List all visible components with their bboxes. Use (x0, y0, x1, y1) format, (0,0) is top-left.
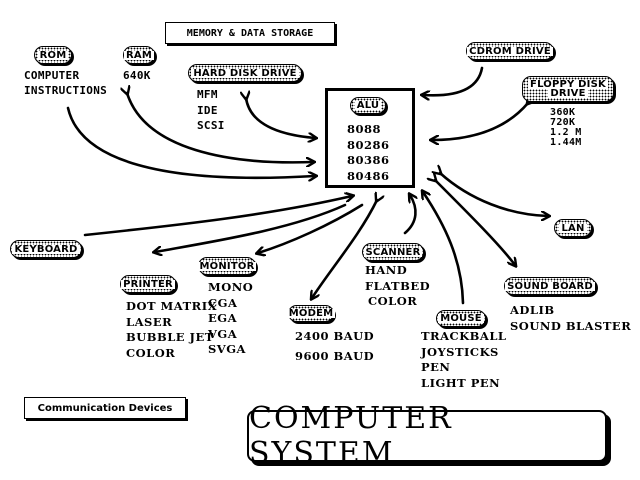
mouse-item: TRACKBALL (421, 329, 507, 343)
arrow-floppy-alu (432, 103, 528, 140)
sound-board-label: SOUND BOARD (505, 280, 595, 292)
title-box: COMPUTER SYSTEM (247, 401, 607, 471)
scanner-item: HAND (365, 263, 408, 277)
arrow-alu-soundboard (435, 180, 515, 265)
ram-label: RAM (124, 49, 154, 61)
mouse-node: MOUSE (436, 310, 486, 327)
printer-item: LASER (126, 314, 173, 329)
lan-label: LAN (559, 222, 587, 234)
printer-label: PRINTER (121, 278, 175, 290)
sound-board-item: SOUND BLASTER (510, 318, 632, 333)
diagram-title: COMPUTER SYSTEM (249, 401, 453, 471)
modem-items: 2400 BAUD 9600 BAUD (295, 326, 374, 366)
monitor-item: VGA (208, 326, 238, 341)
hard-disk-label: HARD DISK DRIVE (191, 67, 299, 79)
monitor-node: MONITOR (197, 257, 257, 275)
alu-item: 80486 (347, 168, 390, 183)
printer-item: BUBBLE JET (126, 330, 214, 344)
ram-item: 640K (123, 69, 151, 82)
rom-item: INSTRUCTIONS (24, 84, 108, 97)
rom-item: COMPUTER (24, 69, 80, 82)
alu-node: ALU (350, 97, 386, 114)
monitor-item: CGA (208, 295, 238, 310)
floppy-label-line1: FLOPPY DISK (528, 79, 608, 90)
floppy-item: 1.2 M (550, 127, 582, 138)
alu-item: 80286 (347, 137, 390, 152)
keyboard-label: KEYBOARD (12, 243, 80, 255)
floppy-item: 720K (550, 117, 576, 128)
communication-devices-text: Communication Devices (37, 402, 173, 414)
alu-box (325, 88, 415, 188)
arrow-harddisk-alu (246, 98, 315, 138)
floppy-item: 360K (550, 107, 576, 118)
floppy-node: FLOPPY DISK DRIVE (522, 76, 614, 102)
arrow-alu-lan (440, 173, 548, 216)
scanner-label: SCANNER (363, 246, 423, 258)
sound-board-node: SOUND BOARD (504, 277, 596, 295)
monitor-item: MONO (208, 280, 254, 294)
monitor-label: MONITOR (197, 260, 257, 272)
scanner-item: COLOR (368, 294, 418, 308)
mouse-item: PEN (421, 360, 451, 374)
rom-items: COMPUTER INSTRUCTIONS (24, 70, 107, 97)
alu-item: 80386 (347, 153, 390, 167)
cdrom-node: CDROM DRIVE (466, 42, 554, 60)
ram-items: 640K (123, 70, 151, 82)
arrow-keyboard-to-alu (83, 196, 352, 237)
printer-node: PRINTER (120, 275, 176, 293)
floppy-items: 360K 720K 1.2 M 1.44M (550, 108, 582, 148)
mouse-item: JOYSTICKS (421, 344, 499, 359)
header-label-text: MEMORY & DATA STORAGE (186, 27, 314, 39)
hard-disk-item: IDE (197, 103, 218, 117)
modem-item: 9600 BAUD (295, 349, 375, 363)
hard-disk-node: HARD DISK DRIVE (188, 64, 302, 82)
arrow-cdrom-to-alu (423, 66, 484, 95)
hard-disk-items: MFM IDE SCSI (197, 87, 225, 134)
lan-node: LAN (554, 219, 592, 237)
printer-item: COLOR (126, 345, 176, 360)
keyboard-node: KEYBOARD (10, 240, 82, 258)
mouse-item: LIGHT PEN (421, 375, 501, 390)
hard-disk-item: MFM (197, 88, 218, 101)
modem-label: MODEM (286, 308, 336, 319)
modem-item: 2400 BAUD (295, 329, 375, 343)
scanner-item: FLATBED (365, 278, 431, 293)
communication-devices-label: Communication Devices (24, 397, 186, 419)
hard-disk-item: SCSI (197, 119, 225, 132)
mouse-label: MOUSE (438, 313, 484, 324)
floppy-label-line2: DRIVE (548, 88, 588, 99)
arrow-alu-modem (312, 200, 377, 298)
monitor-item: SVGA (208, 342, 246, 356)
arrow-scanner-to-alu (403, 195, 415, 235)
scanner-node: SCANNER (362, 243, 424, 261)
cdrom-label: CDROM DRIVE (467, 45, 553, 57)
arrow-ram-alu (127, 93, 313, 162)
sound-board-item: ADLIB (510, 303, 555, 317)
alu-item: 8088 (347, 122, 382, 136)
arrow-rom-to-alu (66, 106, 315, 178)
ram-node: RAM (123, 46, 155, 64)
floppy-item: 1.44M (550, 137, 582, 148)
modem-node: MODEM (286, 305, 336, 322)
alu-label: ALU (354, 100, 382, 111)
monitor-item: EGA (208, 311, 238, 325)
rom-label: ROM (37, 49, 69, 61)
printer-item: DOT MATRIX (126, 299, 217, 313)
header-label: MEMORY & DATA STORAGE (165, 22, 335, 44)
rom-node: ROM (34, 46, 72, 64)
